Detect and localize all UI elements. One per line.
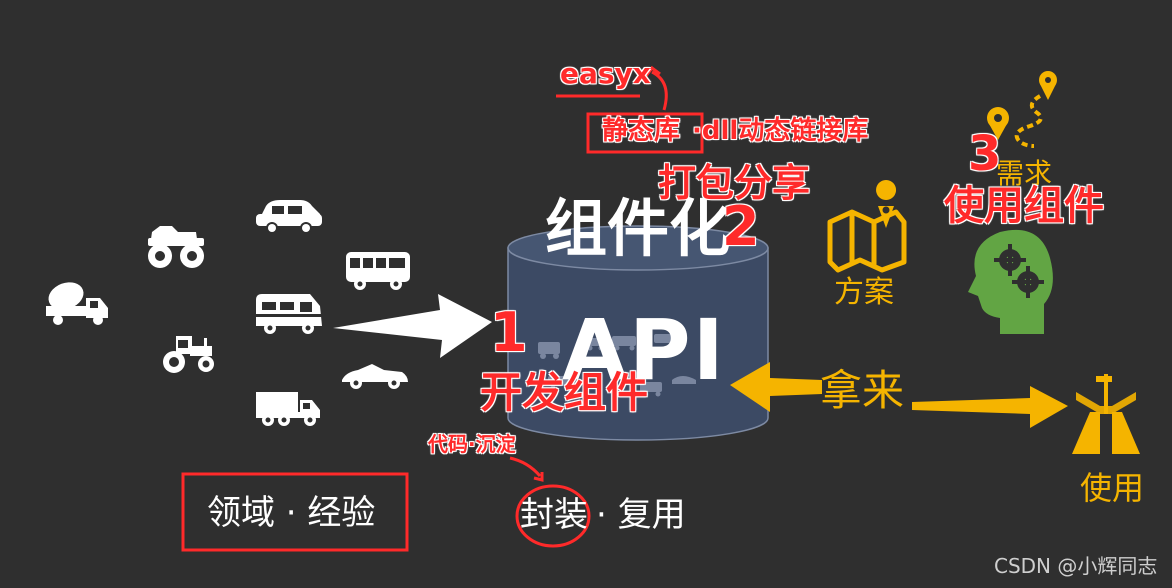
code-settle-annotation: 代码·沉淀 [428,432,516,456]
rv-icon [256,294,322,334]
api-cylinder [507,225,769,441]
easyx-return-arrow [651,70,668,111]
domain-experience-label: 领域 · 经验 [207,493,376,533]
dump-truck-icon [256,392,320,426]
develop-component-annotation: 开发组件 [480,368,649,417]
convertible-icon [342,364,408,389]
step-number-2: 2 [722,195,760,258]
car-icon [256,200,322,234]
code-settle-arrow [509,456,542,477]
plan-label: 方案 [834,275,894,310]
cement-mixer-icon [46,282,108,325]
bus-icon [346,252,410,290]
input-arrow [333,294,492,358]
map-pin [876,180,897,228]
dll-annotation: ·dll动态链接库 [692,116,869,146]
pack-share-annotation: 打包分享 [658,161,811,205]
red-annotations [181,65,704,552]
reuse-label: · 复用 [596,495,686,535]
static-lib-box [586,112,704,154]
step-number-1: 1 [490,301,528,364]
demand-label: 需求 [996,157,1053,190]
watermark: CSDN @小辉同志 [994,554,1158,578]
map-icon [827,209,907,273]
head-gears-icon [968,229,1053,334]
route-pins-icon [987,71,1057,148]
static-lib-annotation: 静态库 [602,116,681,146]
encapsulate-label: 封装 [520,495,588,535]
encapsulate-circle [515,484,591,548]
use-label: 使用 [1080,469,1145,507]
cylinder-top-text: 组件化 [545,192,732,265]
cylinder-main-text: API [562,301,726,399]
easyx-annotation: easyx [560,57,651,90]
use-component-annotation: 使用组件 [944,183,1104,229]
domain-experience-box [181,472,409,552]
road-signpost-icon [1072,374,1140,454]
tractor-icon [163,336,214,373]
take-label: 拿来 [820,366,905,415]
monster-truck-icon [148,226,204,268]
take-double-arrow [730,362,1068,428]
step-number-3: 3 [968,126,1002,182]
